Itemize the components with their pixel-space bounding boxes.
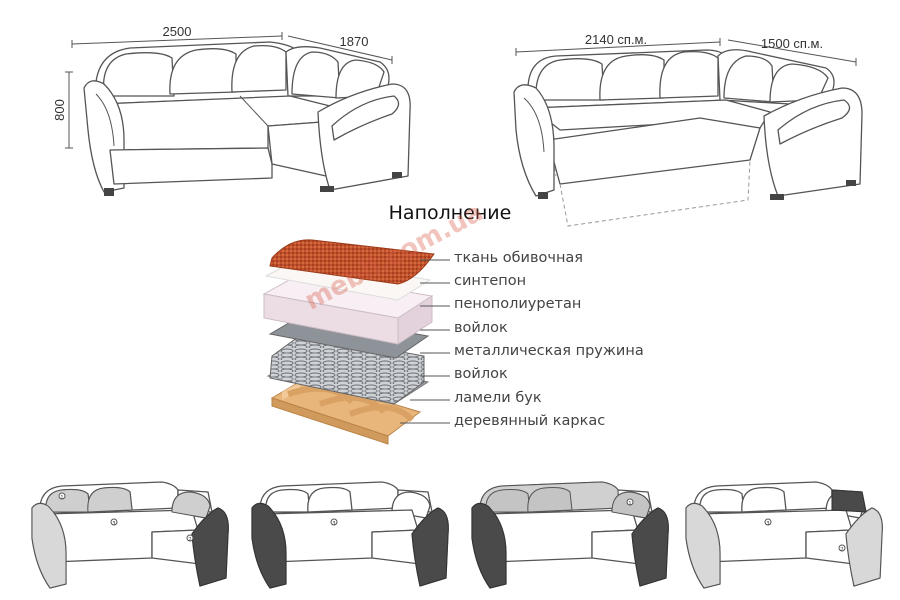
dim-sofa1-width: 2500	[163, 24, 192, 39]
leader-lines	[400, 259, 450, 424]
config-marker: 3	[112, 521, 115, 527]
filling-title: Наполнение	[388, 202, 512, 224]
config-marker: 2	[188, 537, 191, 543]
config-marker: 3	[766, 521, 769, 527]
wooden-frame-layer	[270, 377, 422, 445]
layer-label-frame: деревянный каркас	[454, 413, 606, 429]
config-4: 3 2	[685, 481, 883, 589]
fabric-layer	[269, 239, 435, 285]
layer-label-sintepon: синтепон	[454, 273, 527, 289]
config-marker: 3	[332, 521, 335, 527]
dim-sofa1-height: 800	[52, 99, 67, 121]
dim-sofa1-depth: 1870	[340, 34, 369, 49]
layer-label-felt-top: войлок	[454, 320, 508, 336]
config-3: 1	[471, 481, 669, 589]
config-2: 3	[251, 481, 449, 589]
dimension-lines-sofa1	[65, 32, 393, 149]
config-1: 1 3 2	[31, 481, 229, 589]
dim-sofa2-depth: 1500 сп.м.	[761, 36, 823, 51]
layer-label-slats: ламели бук	[454, 390, 542, 406]
layer-label-spring: металлическая пружина	[454, 343, 644, 359]
dimension-lines-sofa2	[515, 38, 857, 66]
config-marker: 2	[840, 547, 843, 553]
foam-layer	[262, 273, 434, 345]
layer-label-fabric: ткань обивочная	[454, 250, 584, 266]
config-marker: 1	[60, 495, 63, 501]
layer-label-felt-bottom: войлок	[454, 366, 508, 382]
dim-sofa2-width: 2140 сп.м.	[585, 32, 647, 47]
layer-label-foam: пенополиуретан	[454, 296, 582, 312]
config-marker: 1	[628, 501, 631, 507]
